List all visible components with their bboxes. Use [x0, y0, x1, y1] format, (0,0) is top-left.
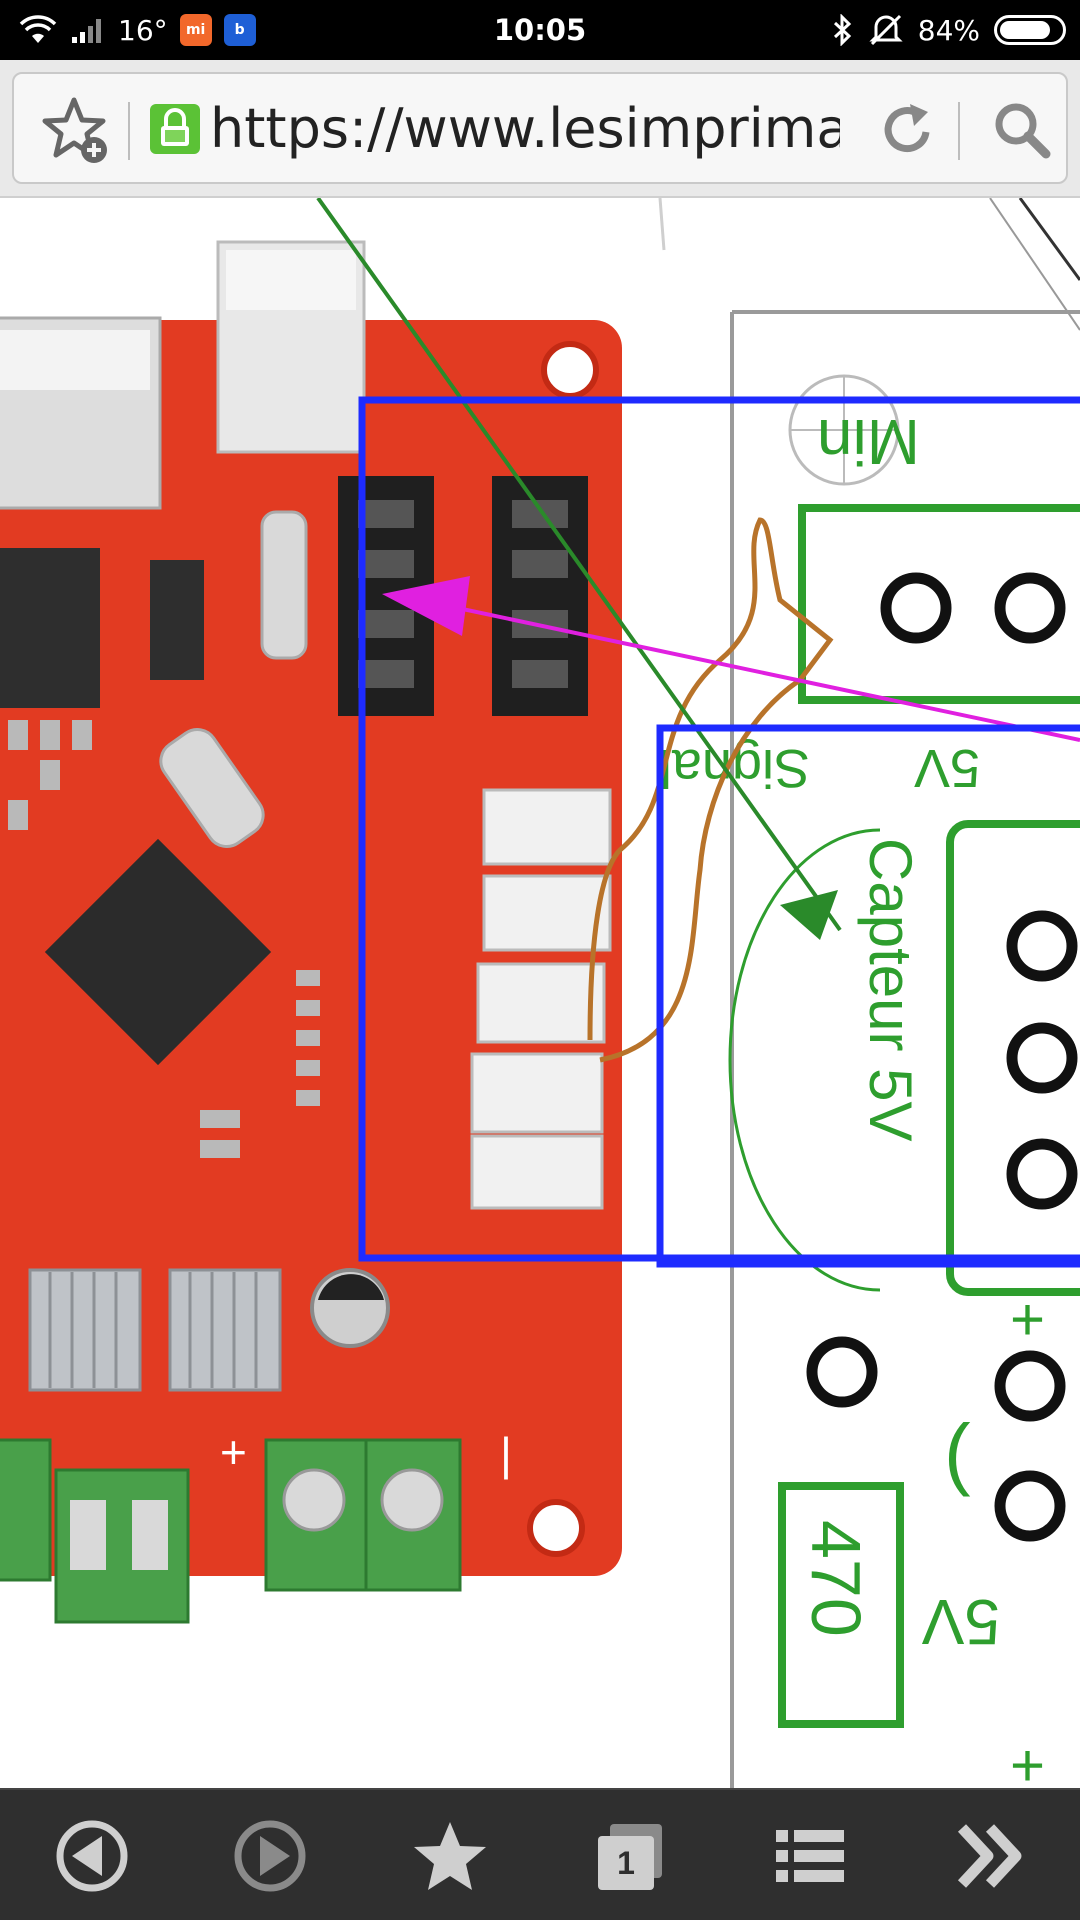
label-plus: + [1010, 1286, 1045, 1353]
label-signal: Signal [660, 738, 810, 798]
forward-button[interactable] [228, 1814, 312, 1898]
reload-icon[interactable] [876, 98, 940, 162]
sensor-schematic: Min Signal 5V Capteur 5V + ( 470 5V [660, 310, 1080, 1788]
notification-app-icon: b [223, 14, 256, 46]
svg-text:+: + [220, 1426, 247, 1478]
more-chevron-button[interactable] [948, 1814, 1032, 1898]
battery-icon [994, 15, 1066, 45]
controller-board: + | [0, 240, 622, 1624]
secure-lock-icon[interactable] [148, 102, 202, 156]
svg-text:|: | [500, 1428, 512, 1480]
label-plus-bottom: + [1010, 1732, 1045, 1788]
url-text[interactable]: https://www.lesimprimant [210, 96, 840, 160]
status-right: 84% [832, 0, 1066, 60]
divider [128, 102, 130, 160]
wifi-icon [19, 15, 57, 43]
label-5v-top: 5V [914, 738, 980, 798]
web-content[interactable]: + | Min Signal 5V Capteur 5V [0, 198, 1080, 1788]
label-paren: ( [944, 1408, 971, 1497]
weather-temperature: 16° [118, 13, 168, 47]
battery-fill [1000, 21, 1051, 39]
address-bar[interactable]: https://www.lesimprimant [12, 72, 1068, 184]
status-bar: 16° mi b 10:05 84% [0, 0, 1080, 60]
divider [958, 102, 960, 160]
tabs-icon [598, 1824, 662, 1890]
highlight-box-sensor [656, 724, 1080, 1268]
tab-count: 1 [617, 1844, 635, 1881]
green-arrow [316, 198, 842, 940]
label-capteur: Capteur 5V [857, 838, 924, 1142]
back-button[interactable] [50, 1814, 134, 1898]
magenta-arrow [382, 576, 1080, 742]
battery-percent: 84% [917, 13, 980, 47]
browser-toolbar: https://www.lesimprimant [0, 60, 1080, 198]
tabs-button[interactable]: 1 [588, 1814, 672, 1898]
signal-icon [72, 19, 101, 43]
status-left: 16° mi b [18, 0, 256, 60]
wiring-diagram-image: + | Min Signal 5V Capteur 5V [0, 198, 1080, 1788]
label-min: Min [817, 406, 920, 478]
label-5v-bottom: 5V [921, 1586, 1000, 1658]
muted-vibrate-icon [869, 14, 903, 46]
mi-app-icon: mi [179, 14, 212, 46]
highlight-box-headers [358, 396, 1080, 1262]
browser-bottom-toolbar: 1 [0, 1788, 1080, 1920]
orange-wire [587, 517, 834, 1063]
add-bookmark-icon[interactable] [38, 92, 114, 168]
bookmarks-button[interactable] [408, 1814, 492, 1898]
label-resistor: 470 [797, 1520, 875, 1637]
menu-button[interactable] [768, 1814, 852, 1898]
search-icon[interactable] [990, 98, 1054, 162]
bluetooth-icon [833, 14, 851, 46]
